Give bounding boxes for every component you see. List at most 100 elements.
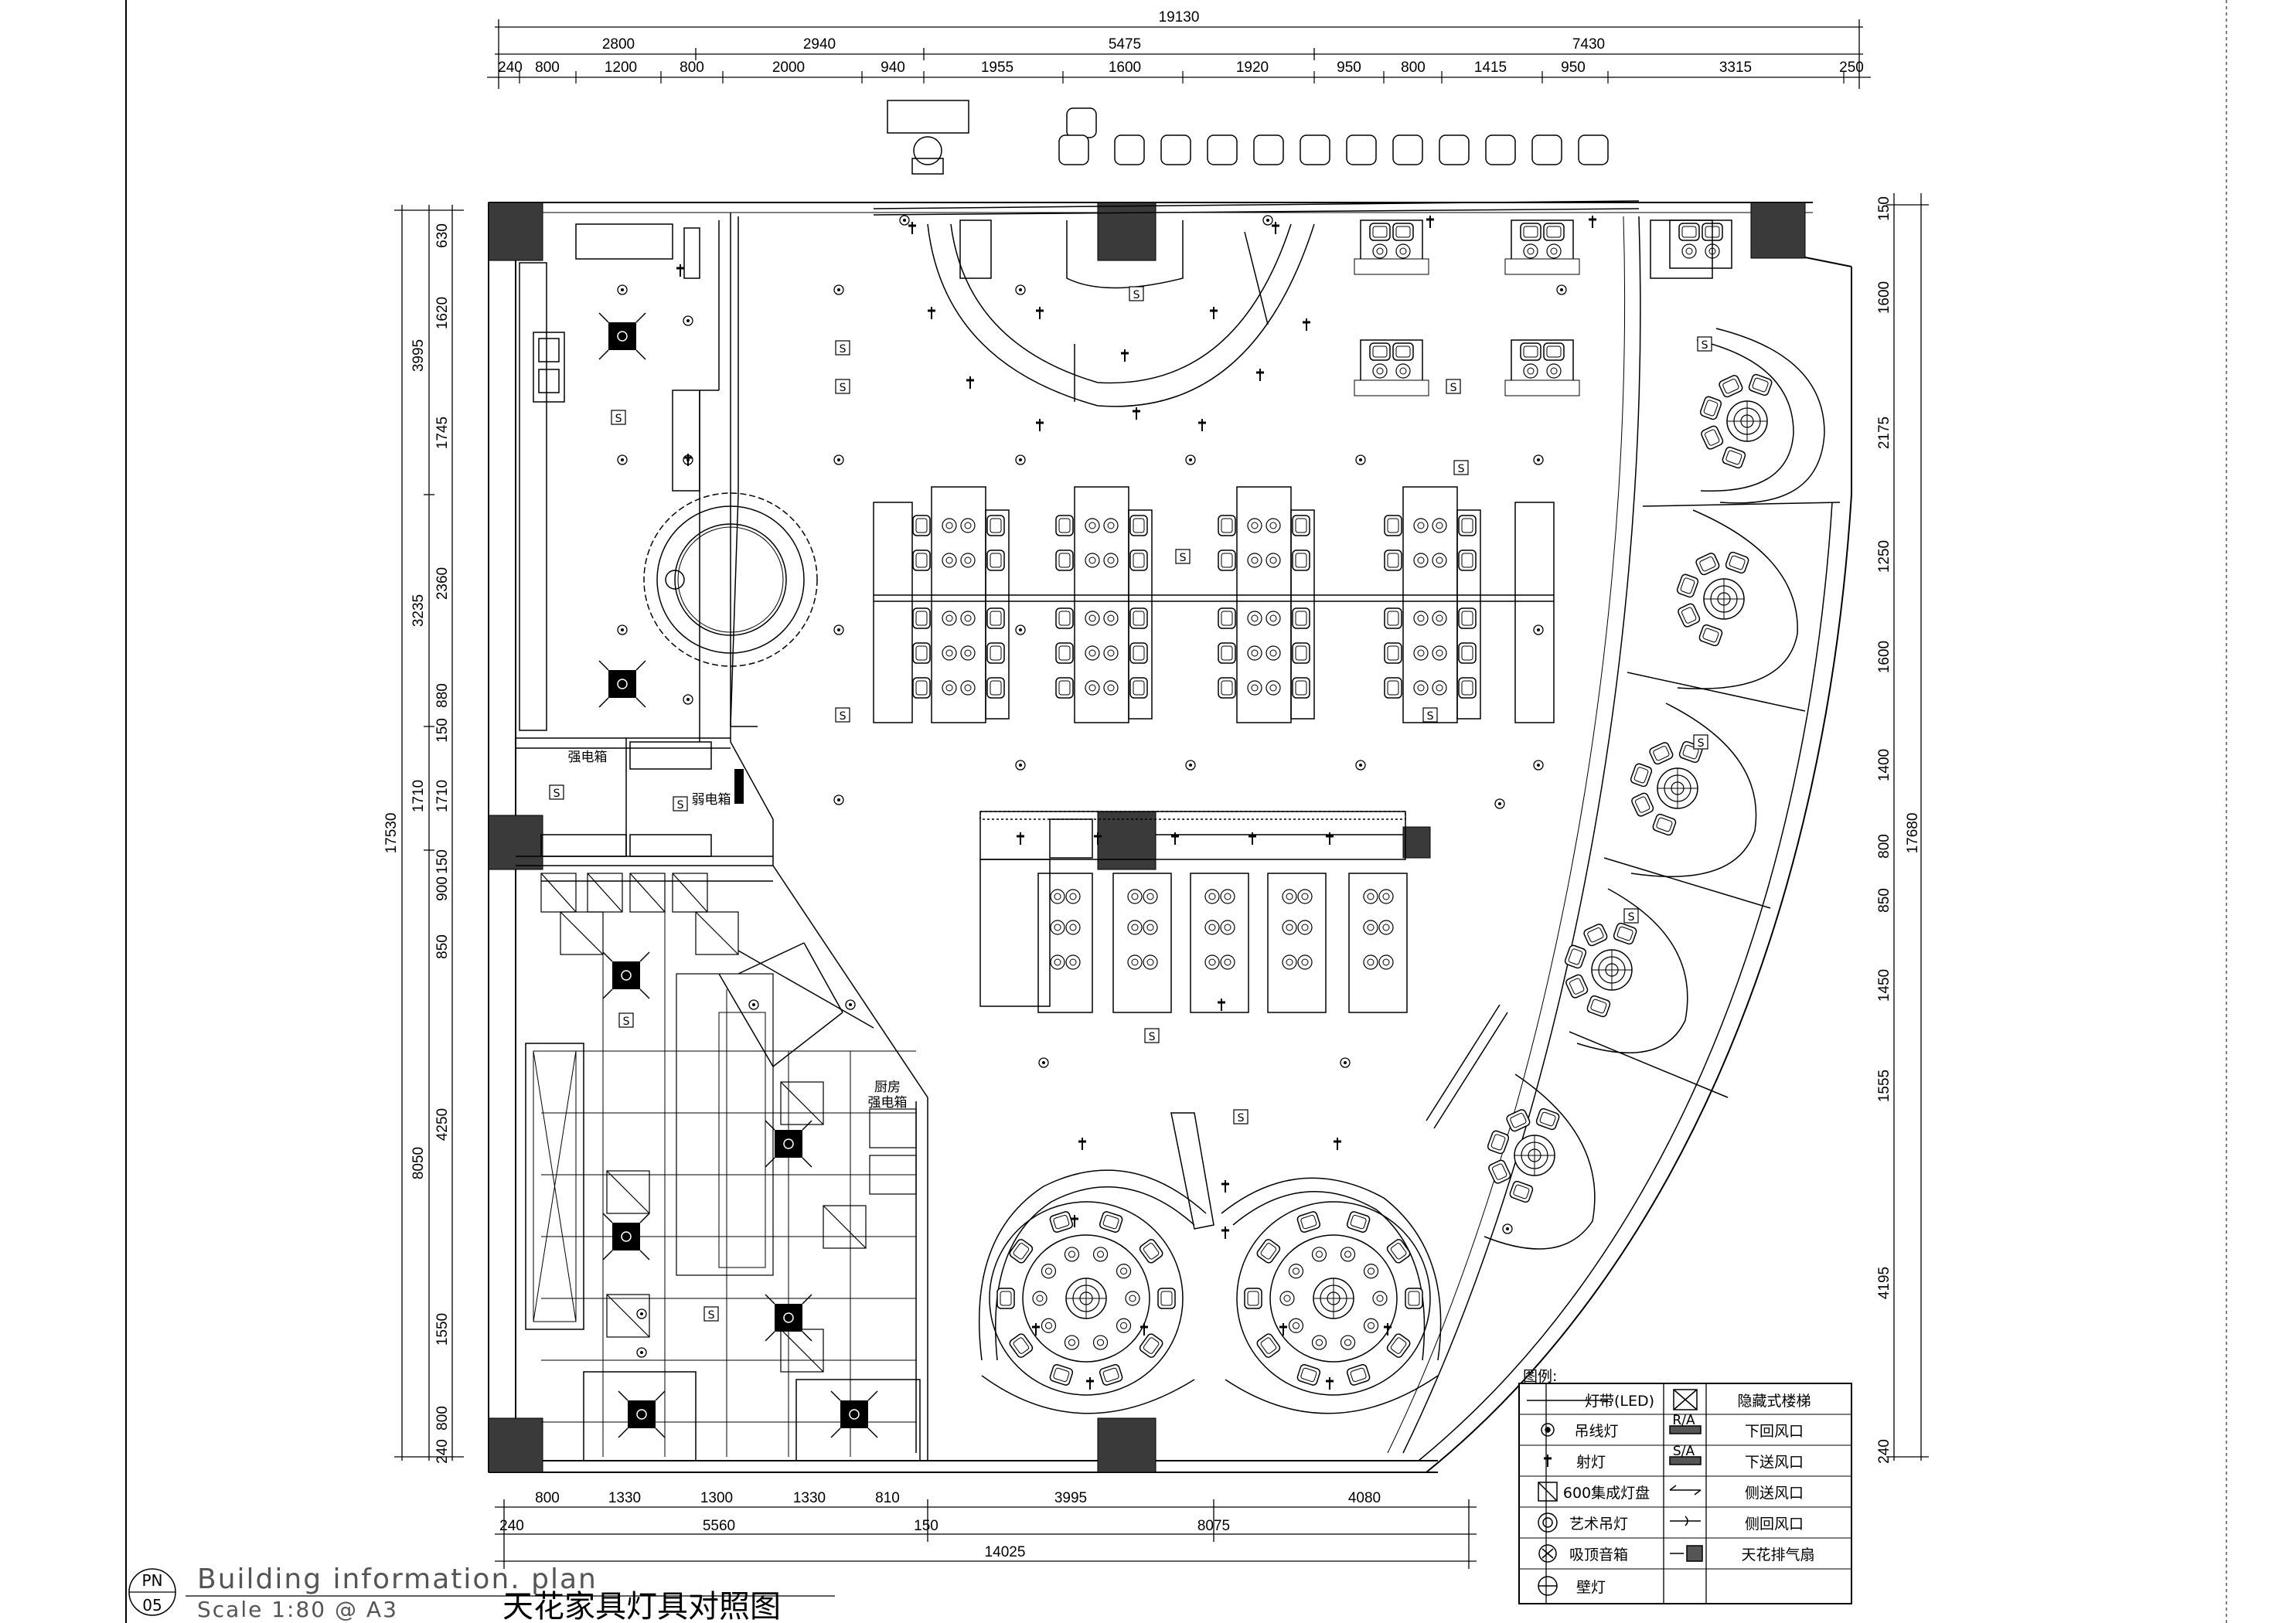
dim-left-total: 17530 [383, 813, 400, 854]
svg-text:1550: 1550 [434, 1313, 451, 1346]
banquet-chairs [996, 1210, 1423, 1387]
svg-text:1555: 1555 [1876, 1070, 1892, 1102]
svg-text:侧送风口: 侧送风口 [1745, 1485, 1804, 1502]
svg-text:810: 810 [875, 1490, 900, 1506]
svg-text:950: 950 [1337, 60, 1361, 76]
hidden-stair-icon [1673, 1389, 1698, 1410]
svg-text:艺术吊灯: 艺术吊灯 [1569, 1516, 1628, 1533]
svg-text:射灯: 射灯 [1576, 1454, 1606, 1471]
dim-top-1: 2800 [602, 36, 635, 53]
middle-place-settings [1050, 889, 1394, 970]
title-block [128, 1568, 835, 1616]
svg-text:800: 800 [535, 60, 560, 76]
svg-text:250: 250 [1839, 60, 1864, 76]
svg-text:240: 240 [434, 1439, 451, 1464]
svg-text:灯带(LED): 灯带(LED) [1585, 1393, 1654, 1410]
wall-lamp-icon [1538, 1576, 1558, 1596]
svg-text:1400: 1400 [1876, 749, 1892, 781]
svg-text:1600: 1600 [1876, 641, 1892, 673]
top-dimension-chain [487, 19, 1871, 89]
left-dimension-row-2: 630 1620 1745 2360 880 150 1710 150 900 … [434, 223, 451, 1464]
svg-text:下回风口: 下回风口 [1745, 1423, 1804, 1440]
middle-counter [979, 811, 1408, 1013]
down-supply-vent-icon [1669, 1456, 1702, 1465]
svg-text:2175: 2175 [1876, 417, 1892, 449]
svg-text:1955: 1955 [981, 60, 1013, 76]
side-return-vent-icon [1670, 1516, 1701, 1526]
svg-text:950: 950 [1561, 60, 1586, 76]
left-dimension-chain [394, 205, 464, 1461]
svg-text:隐藏式楼梯: 隐藏式楼梯 [1737, 1393, 1811, 1410]
svg-text:天花排气扇: 天花排气扇 [1741, 1546, 1814, 1563]
panel-light-icon [1538, 1482, 1558, 1502]
svg-text:150: 150 [434, 849, 451, 874]
booth-chairs [1486, 373, 1773, 1204]
exhaust-fan-icon [1670, 1545, 1703, 1562]
dim-top-2: 2940 [803, 36, 836, 53]
legend-box [1518, 1383, 1852, 1604]
svg-text:900: 900 [434, 876, 451, 901]
svg-text:吊线灯: 吊线灯 [1574, 1423, 1618, 1440]
right-dimension-row: 150 1600 2175 1250 1600 1400 800 850 145… [1876, 196, 1892, 1464]
label-kitchen-box-1: 厨房 [874, 1080, 901, 1095]
kitchen-counter-top-left [519, 223, 700, 731]
svg-text:1330: 1330 [793, 1490, 826, 1506]
svg-text:4195: 4195 [1876, 1267, 1892, 1299]
svg-text:2000: 2000 [772, 60, 805, 76]
svg-text:1200: 1200 [605, 60, 637, 76]
svg-text:240: 240 [498, 60, 523, 76]
central-dining-area [873, 486, 1555, 723]
left-dimension-row-1: 3995 3235 1710 8050 [410, 339, 427, 1179]
sheet-code-bottom: 05 [142, 1596, 162, 1614]
bottom-dimension-row-1: 800 1330 1300 1330 810 3995 4080 [535, 1490, 1381, 1506]
kitchen-tile-grid [525, 912, 921, 1461]
svg-text:8075: 8075 [1197, 1518, 1230, 1534]
svg-text:150: 150 [914, 1518, 938, 1534]
label-kitchen-box-2: 强电箱 [868, 1095, 908, 1111]
svg-text:4250: 4250 [434, 1108, 451, 1141]
svg-text:800: 800 [535, 1490, 560, 1506]
svg-text:1920: 1920 [1236, 60, 1269, 76]
svg-text:2360: 2360 [434, 567, 451, 600]
title-english: Building information. plan [197, 1563, 598, 1595]
svg-text:630: 630 [434, 223, 451, 248]
pendant-light-icon [1541, 1423, 1555, 1437]
dim-bottom-total: 14025 [985, 1544, 1026, 1560]
svg-text:3235: 3235 [410, 594, 427, 627]
svg-text:1600: 1600 [1876, 281, 1892, 314]
svg-text:1330: 1330 [608, 1490, 641, 1506]
label-elec-box-1: 强电箱 [568, 750, 608, 765]
legend-ra-label: R/A [1672, 1413, 1695, 1428]
curved-booths [1426, 219, 1841, 1250]
svg-text:800: 800 [1401, 60, 1426, 76]
svg-text:1450: 1450 [1876, 969, 1892, 1002]
legend-right-labels: 隐藏式楼梯 下回风口 下送风口 侧送风口 侧回风口 天花排气扇 [1737, 1393, 1814, 1563]
svg-text:1620: 1620 [434, 297, 451, 329]
round-lounge-booth [643, 492, 818, 667]
svg-text:800: 800 [434, 1406, 451, 1431]
svg-text:下送风口: 下送风口 [1745, 1454, 1804, 1471]
side-supply-vent-icon [1669, 1485, 1702, 1495]
dim-top-3: 5475 [1109, 36, 1141, 53]
svg-text:1600: 1600 [1109, 60, 1141, 76]
svg-text:1710: 1710 [410, 780, 427, 812]
svg-text:600集成灯盘: 600集成灯盘 [1563, 1485, 1650, 1502]
svg-text:850: 850 [1876, 888, 1892, 913]
svg-text:5560: 5560 [703, 1518, 735, 1534]
curved-bar-counter [927, 219, 1315, 407]
dining-place-settings [912, 515, 1477, 699]
svg-text:1250: 1250 [1876, 540, 1892, 573]
exterior-walls [488, 202, 1852, 1473]
four-seat-tables-top [1354, 219, 1732, 396]
svg-text:800: 800 [680, 60, 704, 76]
ceiling-speaker-icon [1538, 1544, 1557, 1563]
svg-text:侧回风口: 侧回风口 [1745, 1516, 1804, 1533]
svg-text:壁灯: 壁灯 [1576, 1579, 1606, 1596]
top-dim-ticks [519, 71, 1845, 83]
legend-left-labels: 灯带(LED) 吊线灯 射灯 600集成灯盘 艺术吊灯 吸顶音箱 壁灯 [1563, 1393, 1654, 1596]
svg-text:800: 800 [1876, 834, 1892, 859]
scale-text: Scale 1:80 @ A3 [197, 1597, 398, 1622]
legend-icons [1527, 1389, 1703, 1596]
dim-top-4: 7430 [1572, 36, 1605, 53]
